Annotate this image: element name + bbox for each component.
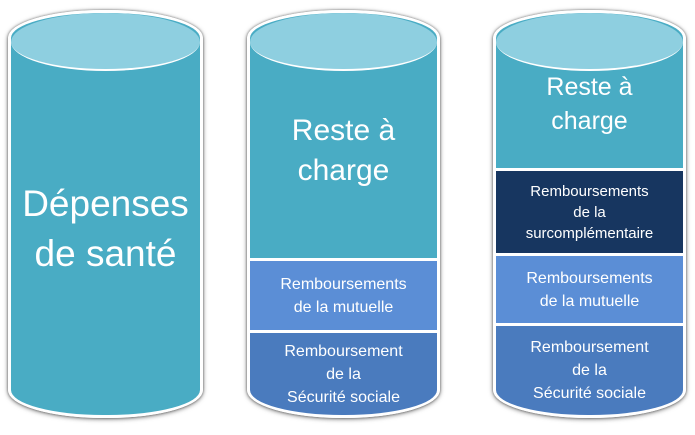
segment-label: Remboursement de la Sécurité sociale: [284, 342, 403, 406]
segment-label: Reste à charge: [291, 113, 396, 187]
segment-social-security-reimbursement: Remboursement de la Sécurité sociale: [496, 323, 683, 415]
cylinder-with-supplementary: Reste à charge Remboursements de la surc…: [493, 10, 686, 418]
cylinder-top: [496, 13, 683, 71]
cylinder-health-spending: Dépenses de santé: [8, 10, 203, 418]
cylinder-top: [250, 13, 437, 71]
segment-label: Remboursements de la surcomplémentaire: [525, 182, 654, 242]
segment-mutual-reimbursement: Remboursements de la mutuelle: [496, 253, 683, 323]
segment-social-security-reimbursement: Remboursement de la Sécurité sociale: [250, 330, 437, 415]
cylinder-top: [11, 13, 200, 71]
segment-label: Remboursement de la Sécurité sociale: [530, 339, 649, 402]
segment-health-spending: Dépenses de santé: [11, 13, 200, 415]
segment-label: Reste à charge: [546, 72, 633, 135]
segment-label: Remboursements de la mutuelle: [526, 269, 653, 310]
cylinder-with-mutual: Reste à charge Remboursements de la mutu…: [247, 10, 440, 418]
segment-supplementary-reimbursement: Remboursements de la surcomplémentaire: [496, 168, 683, 253]
segment-mutual-reimbursement: Remboursements de la mutuelle: [250, 258, 437, 330]
segment-label: Dépenses de santé: [22, 183, 189, 274]
segment-label: Remboursements de la mutuelle: [280, 275, 407, 316]
